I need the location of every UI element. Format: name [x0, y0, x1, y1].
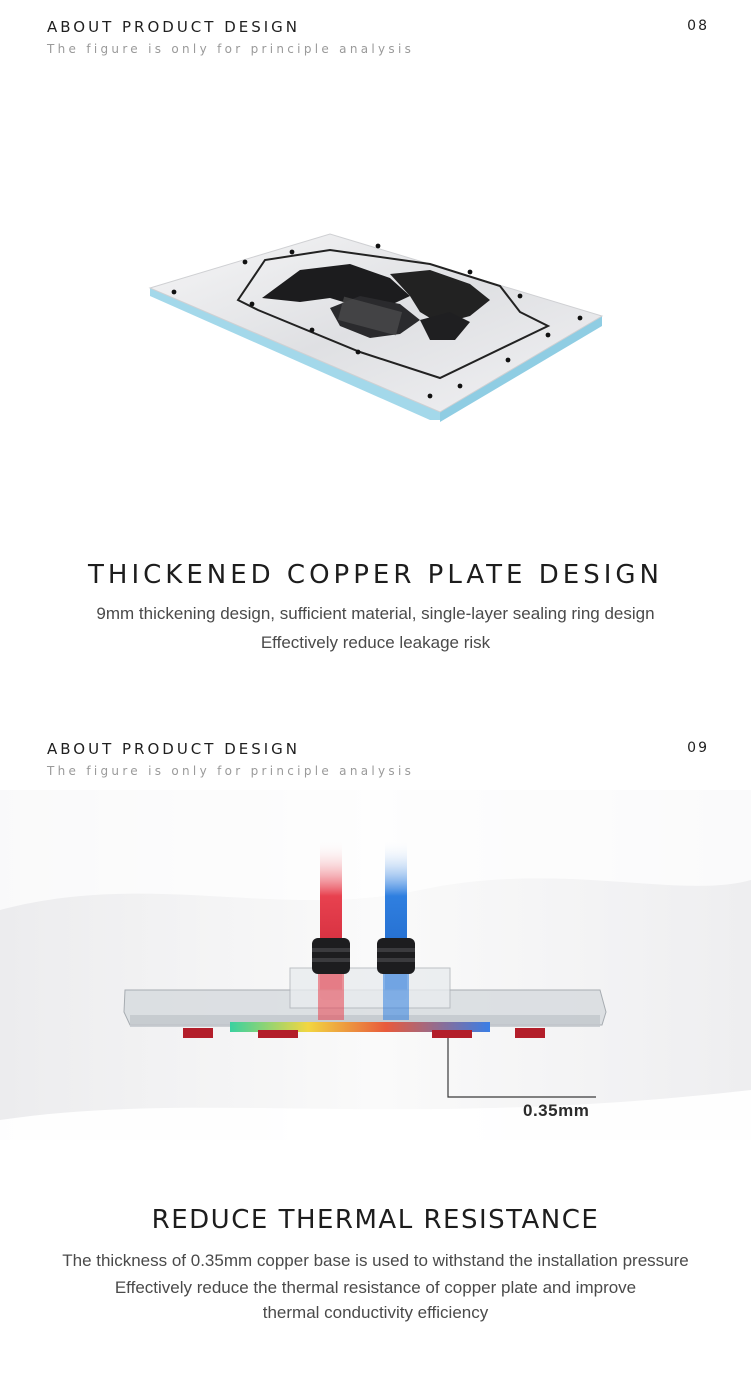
section-09-description-line-2: Effectively reduce the thermal resistanc… — [114, 1278, 637, 1297]
copper-thickness-label: 0.35mm — [523, 1101, 590, 1120]
section-09-header-title: ABOUT PRODUCT DESIGN — [47, 740, 301, 758]
section-09-description-line-1: The thickness of 0.35mm copper base is u… — [62, 1251, 689, 1270]
section-08-header-subtitle: The figure is only for principle analysi… — [47, 42, 415, 56]
section-08-description-line-2: Effectively reduce leakage risk — [260, 633, 491, 652]
hot-fitting — [312, 938, 350, 974]
cold-fitting — [377, 938, 415, 974]
measurement-leader-line — [447, 1038, 596, 1098]
section-08-description-line-1: 9mm thickening design, sufficient materi… — [96, 604, 655, 623]
section-08-page-number: 08 — [687, 18, 709, 34]
section-09-header: ABOUT PRODUCT DESIGN The figure is only … — [0, 740, 751, 800]
section-09-description-line-3: thermal conductivity efficiency — [262, 1303, 489, 1322]
section-09-page-number: 09 — [687, 740, 709, 756]
section-08-feature-title: THICKENED COPPER PLATE DESIGN — [88, 560, 663, 590]
section-08-header: ABOUT PRODUCT DESIGN The figure is only … — [0, 18, 751, 78]
thermal-block-image — [0, 790, 751, 1140]
section-09-header-subtitle: The figure is only for principle analysi… — [47, 764, 415, 778]
copper-plate-image — [148, 233, 604, 422]
section-08-header-title: ABOUT PRODUCT DESIGN — [47, 18, 301, 36]
section-09-feature-title: REDUCE THERMAL RESISTANCE — [151, 1205, 600, 1235]
